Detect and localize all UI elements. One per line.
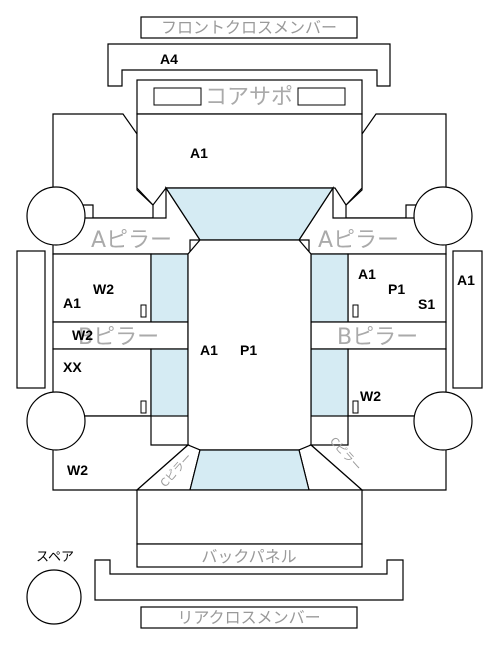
code-left-rear-side-1: A1 (63, 295, 81, 311)
wheel-rear-right (413, 391, 473, 451)
right-rear-window (310, 348, 349, 417)
code-right-rear-door: W2 (360, 388, 381, 404)
left-front-window (150, 253, 189, 323)
rear-bumper-bar (94, 559, 404, 601)
wheel-front-left (26, 186, 86, 246)
left-rear-handle (140, 400, 147, 414)
front-bumper-bar (107, 43, 391, 87)
code-left-b-pillar: W2 (72, 327, 93, 343)
left-front-handle (140, 304, 147, 318)
core-support-label: コアサポ (205, 85, 293, 110)
rear-cross-member-box (140, 606, 358, 629)
b-pillar-right-label: Bピラー (337, 325, 418, 350)
rear-cross-member-label: リアクロスメンバー (177, 608, 320, 627)
a-pillar-left-label: Aピラー (91, 228, 172, 253)
left-rocker (16, 250, 46, 389)
wheel-front-right (413, 186, 473, 246)
headlight-left (153, 87, 202, 106)
back-panel-label: バックパネル (201, 547, 296, 566)
headlight-right (297, 87, 346, 106)
code-roof-1: A1 (200, 342, 218, 358)
right-front-handle (352, 304, 359, 318)
code-right-front-side-2: P1 (388, 281, 405, 297)
right-front-window (310, 253, 349, 323)
code-left-rear-quarter: W2 (67, 462, 88, 478)
spare-label: スペア (36, 550, 74, 565)
spare-tire (26, 569, 82, 625)
code-right-front-side-1: A1 (358, 266, 376, 282)
a-pillar-right-label: Aピラー (318, 228, 399, 253)
front-cross-member-box (140, 16, 358, 39)
front-cross-member-label: フロントクロスメンバー (161, 18, 337, 37)
code-hood: A1 (190, 145, 208, 161)
back-panel (136, 543, 363, 568)
code-left-rear-door: XX (63, 359, 82, 375)
rear-window (189, 449, 310, 491)
code-right-front-side-3: S1 (418, 296, 435, 312)
b-pillar-left-band (52, 321, 189, 350)
code-front-bar: A4 (160, 51, 178, 67)
code-right-rocker: A1 (457, 272, 475, 288)
wheel-rear-left (26, 391, 86, 451)
trunk-lid (136, 489, 363, 545)
right-rocker (452, 250, 483, 389)
right-rear-handle (352, 400, 359, 414)
left-rear-window (150, 348, 189, 417)
b-pillar-left-label: Bピラー (78, 325, 159, 350)
code-roof-2: P1 (240, 342, 257, 358)
right-front-door (347, 253, 447, 323)
left-front-door (52, 253, 152, 323)
b-pillar-right-band (310, 321, 447, 350)
code-left-rear-side-2: W2 (93, 281, 114, 297)
hood (136, 113, 363, 206)
